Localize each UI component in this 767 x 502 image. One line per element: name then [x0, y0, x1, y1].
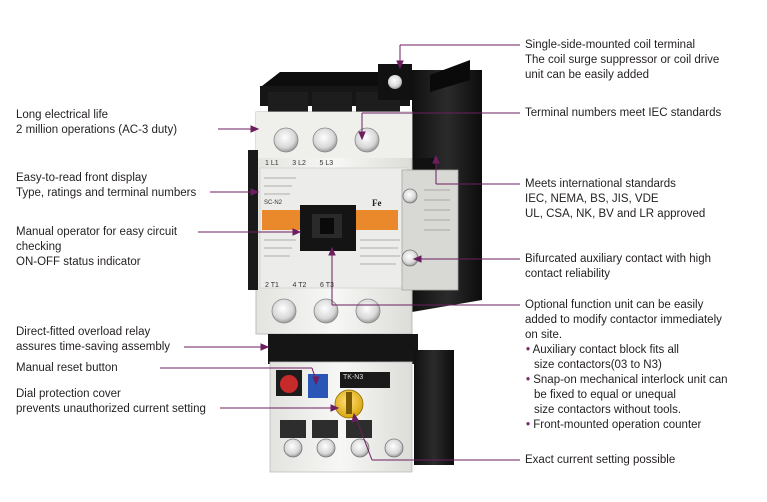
callout-line: IEC, NEMA, BS, JIS, VDE [525, 193, 659, 205]
bullet-item: • Snap-on mechanical interlock unit can [525, 373, 728, 388]
callout-line: size contactors(03 to N3) [534, 359, 662, 371]
rating-plate-right [352, 210, 398, 230]
bullet-dot: • [526, 374, 531, 386]
contactor-side-strip [248, 150, 258, 290]
leader-lines [160, 44, 520, 461]
callout-manual-operator: Manual operator for easy circuit checkin… [16, 225, 177, 270]
callout-current-setting: Exact current setting possible [525, 453, 675, 468]
terminal-marking-top: 1 L1 3 L2 5 L3 [265, 160, 333, 167]
callout-international-standards: Meets international standards IEC, NEMA,… [525, 177, 705, 222]
callout-line: assures time-saving assembly [16, 341, 171, 353]
callout-line: Dial protection cover [16, 388, 121, 400]
brand-logo: Fe [372, 198, 382, 208]
callout-line: UL, CSA, NK, BV and LR approved [525, 208, 706, 220]
model-label: SC-N2 [264, 200, 283, 206]
callout-line: checking [16, 241, 62, 253]
rating-plate-left [262, 210, 302, 230]
callout-line: Terminal numbers meet IEC standards [525, 107, 722, 119]
terminal-label: 2 T1 [265, 282, 279, 289]
terminal-label: 1 L1 [265, 160, 279, 167]
manual-reset-button [308, 374, 328, 398]
callout-line: prevents unauthorized current setting [16, 403, 206, 415]
bullet-item: • Auxiliary contact block fits all [525, 343, 728, 358]
callout-dial-cover: Dial protection cover prevents unauthori… [16, 387, 206, 417]
terminal-label: 4 T2 [292, 282, 307, 289]
overload-relay [268, 334, 454, 473]
callout-manual-reset: Manual reset button [16, 361, 118, 376]
bullet-item: • Front-mounted operation counter [525, 418, 728, 433]
callout-line: Single-side-mounted coil terminal [525, 39, 696, 51]
auxiliary-contact-block [401, 169, 459, 291]
callout-line: Front-mounted operation counter [533, 419, 702, 431]
callout-bifurcated-contact: Bifurcated auxiliary contact with high c… [525, 252, 711, 282]
callout-line: be fixed to equal or unequal [534, 389, 676, 401]
overload-model-label: TK-N3 [343, 374, 364, 381]
trip-indicator [280, 375, 298, 393]
contactor-main-body [255, 111, 413, 335]
terminal-marking-bottom: 2 T1 4 T2 6 T3 [265, 282, 334, 289]
callout-line: Exact current setting possible [525, 454, 676, 466]
callout-optional-unit: Optional function unit can be easily add… [525, 298, 728, 433]
callout-line: Manual reset button [16, 362, 118, 374]
callout-line: Snap-on mechanical interlock unit can [533, 374, 728, 386]
callout-line: contact reliability [525, 268, 611, 280]
callout-coil-terminal: Single-side-mounted coil terminal The co… [525, 38, 719, 83]
callout-electrical-life: Long electrical life 2 million operation… [16, 108, 177, 138]
bullet-dot: • [526, 419, 531, 431]
terminal-label: 3 L2 [292, 160, 306, 167]
callout-line: Easy-to-read front display [16, 172, 148, 184]
callout-overload-relay: Direct-fitted overload relay assures tim… [16, 325, 170, 355]
callout-line: ON-OFF status indicator [16, 256, 141, 268]
callout-line: Type, ratings and terminal numbers [16, 187, 197, 199]
callout-line: Bifurcated auxiliary contact with high [525, 253, 712, 265]
callout-line: The coil surge suppressor or coil drive [525, 54, 720, 66]
callout-line: 2 million operations (AC-3 duty) [16, 124, 178, 136]
callout-line: Direct-fitted overload relay [16, 326, 151, 338]
terminal-label: 5 L3 [319, 160, 334, 167]
callout-terminal-numbers: Terminal numbers meet IEC standards [525, 106, 721, 121]
callout-front-display: Easy-to-read front display Type, ratings… [16, 171, 196, 201]
callout-line: Meets international standards [525, 178, 676, 190]
callout-line: unit can be easily added [525, 69, 650, 81]
callout-line: Auxiliary contact block fits all [532, 344, 679, 356]
bullet-dot: • [526, 344, 531, 356]
callout-line: Manual operator for easy circuit [16, 226, 178, 238]
callout-line: Long electrical life [16, 109, 109, 121]
terminal-label: 6 T3 [320, 282, 334, 289]
callout-line: added to modify contactor immediately [525, 314, 722, 326]
callout-line: Optional function unit can be easily [525, 299, 704, 311]
callout-line: size contactors without tools. [534, 404, 682, 416]
callout-line: on site. [525, 329, 563, 341]
